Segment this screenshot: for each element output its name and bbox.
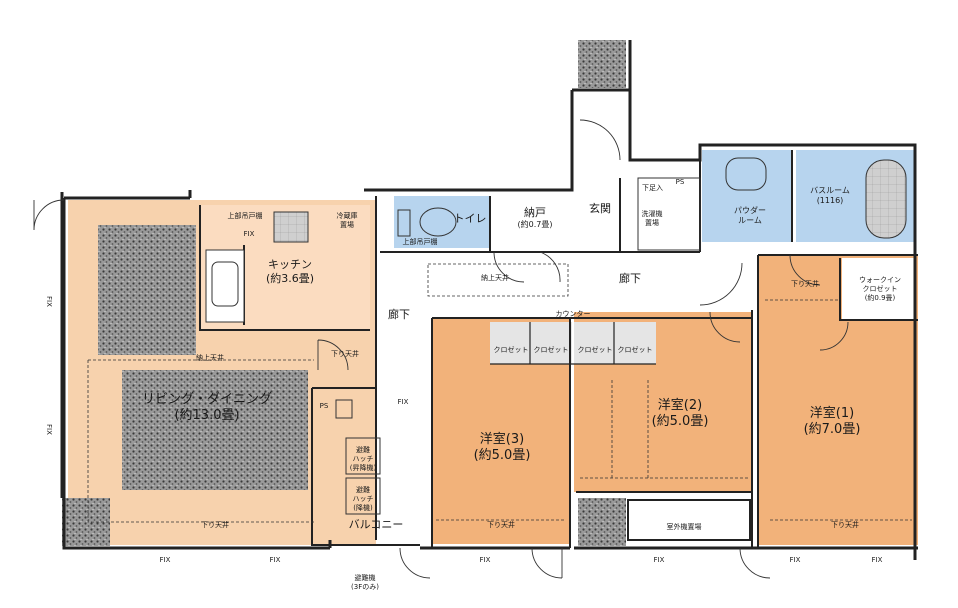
fix-label: FIX	[243, 230, 255, 238]
ps-label: PS	[319, 402, 329, 410]
powder-floor	[702, 150, 792, 242]
shoe-label: 下足入	[642, 184, 663, 192]
hatch-text2: ハッチ	[352, 454, 374, 463]
bath-name: バスルーム	[810, 186, 850, 195]
yoshitsu-1-label: 洋室(1) (約7.0畳)	[792, 406, 872, 439]
living-dining-name: リビング・ダイニング	[141, 392, 272, 407]
fix-label: FIX	[479, 556, 491, 564]
kitchen-size: (約3.6畳)	[265, 271, 315, 285]
wic-label: ウォークイン クロゼット (約0.9畳)	[846, 276, 914, 302]
wic-name2: クロゼット	[862, 284, 898, 293]
closet-dividers	[490, 322, 656, 365]
closet-block	[574, 322, 656, 364]
powder-label: パウダー ルーム	[722, 206, 778, 226]
escape-text2: (3Fのみ)	[351, 582, 379, 591]
storage-size: (約0.7畳)	[517, 219, 553, 229]
hatch-text3: (降機)	[353, 503, 373, 512]
hatch-text3: (昇降機)	[349, 463, 377, 472]
escape-text: 避難機	[354, 574, 376, 582]
fixing-label: 納上天井	[481, 274, 509, 282]
yoshitsu-1-name: 洋室(1)	[809, 406, 855, 421]
powder-name2: ルーム	[738, 216, 762, 225]
yoshitsu-3-name: 洋室(3)	[479, 432, 525, 447]
outdoor-unit-label: 室外機置場	[666, 523, 702, 531]
fridge-text2: 置場	[340, 220, 354, 229]
closet-label: クロゼット	[493, 346, 529, 354]
fix-label: FIX	[871, 556, 883, 564]
door-swings	[33, 119, 849, 579]
wic-name: ウォークイン	[859, 276, 901, 284]
wic-size: (約0.9畳)	[864, 293, 896, 302]
hatch-text: 避難	[356, 446, 370, 454]
hatch-text2: ハッチ	[352, 494, 374, 503]
fix-label: FIX	[397, 398, 409, 406]
washer-text2: 置場	[645, 218, 659, 227]
corridor-label-left: 廊下	[388, 308, 410, 321]
washer-text: 洗濯機	[641, 210, 663, 218]
closet-block	[490, 322, 572, 364]
yoshitsu-3-label: 洋室(3) (約5.0畳)	[462, 432, 542, 465]
ps-label: PS	[675, 178, 685, 186]
closet-label: クロゼット	[617, 346, 653, 354]
tower-stone	[578, 40, 626, 88]
fix-label: FIX	[269, 556, 281, 564]
escape-label: 避難機 (3Fのみ)	[340, 574, 390, 592]
wic-floor	[842, 258, 916, 320]
fix-label-vertical: FIX	[44, 424, 53, 435]
entrance-label: 玄関	[589, 202, 611, 215]
yoshitsu-2-label: 洋室(2) (約5.0畳)	[640, 398, 720, 431]
kitchen-name: キッチン	[268, 258, 312, 271]
fix-label-vertical: FIX	[44, 296, 53, 307]
fix-label: FIX	[653, 556, 665, 564]
bath-label: バスルーム (1116)	[800, 186, 860, 206]
sagari-label: 下り天井	[791, 280, 819, 288]
yoshitsu-2-size: (約5.0畳)	[651, 414, 709, 430]
balcony-stone	[578, 498, 626, 546]
living-carpet	[98, 225, 196, 355]
closet-label: クロゼット	[533, 346, 569, 354]
closet-label: クロゼット	[577, 346, 613, 354]
kitchen-top-label: 上部吊戸棚	[227, 212, 263, 220]
toilet-top-label: 上部吊戸棚	[402, 238, 438, 246]
sagari-label: 下り天井	[331, 350, 359, 358]
storage-name: 納戸	[524, 206, 546, 219]
corridor-label-upper: 廊下	[619, 272, 641, 285]
fixtures	[205, 157, 907, 515]
yoshitsu-3-size: (約5.0畳)	[473, 448, 531, 464]
hatch-text: 避難	[356, 486, 370, 494]
powder-name: パウダー	[734, 206, 766, 215]
yoshitsu-1-size: (約7.0畳)	[803, 422, 861, 438]
sagari-label: 下り天井	[831, 521, 859, 529]
washer-label: 洗濯機 置場	[640, 210, 664, 228]
fridge-label: 冷蔵庫 置場	[330, 212, 364, 230]
counter-label: カウンター	[555, 310, 591, 318]
hatch-label-1: 避難 ハッチ (昇降機)	[346, 446, 380, 472]
storage-label: 納戸 (約0.7畳)	[500, 206, 570, 230]
sagari-label: 下り天井	[201, 521, 229, 529]
yoshitsu-2-name: 洋室(2)	[657, 398, 703, 413]
kitchen-label: キッチン (約3.6畳)	[250, 258, 330, 286]
sagari-label: 納上天井	[196, 354, 224, 362]
living-dining-size: (約13.0畳)	[174, 408, 240, 424]
hatch-label-2: 避難 ハッチ (降機)	[346, 486, 380, 512]
sagari-label: 下り天井	[487, 521, 515, 529]
toilet-label: トイレ	[453, 212, 487, 225]
fix-label: FIX	[159, 556, 171, 564]
fridge-text: 冷蔵庫	[336, 212, 358, 220]
fix-label: FIX	[789, 556, 801, 564]
dashed-ceilings	[87, 263, 912, 523]
living-dining-label: リビング・ダイニング (約13.0畳)	[122, 392, 292, 425]
balcony-label: バルコニー	[348, 518, 404, 531]
dining-carpet	[122, 370, 308, 490]
bath-size: (1116)	[816, 196, 844, 205]
